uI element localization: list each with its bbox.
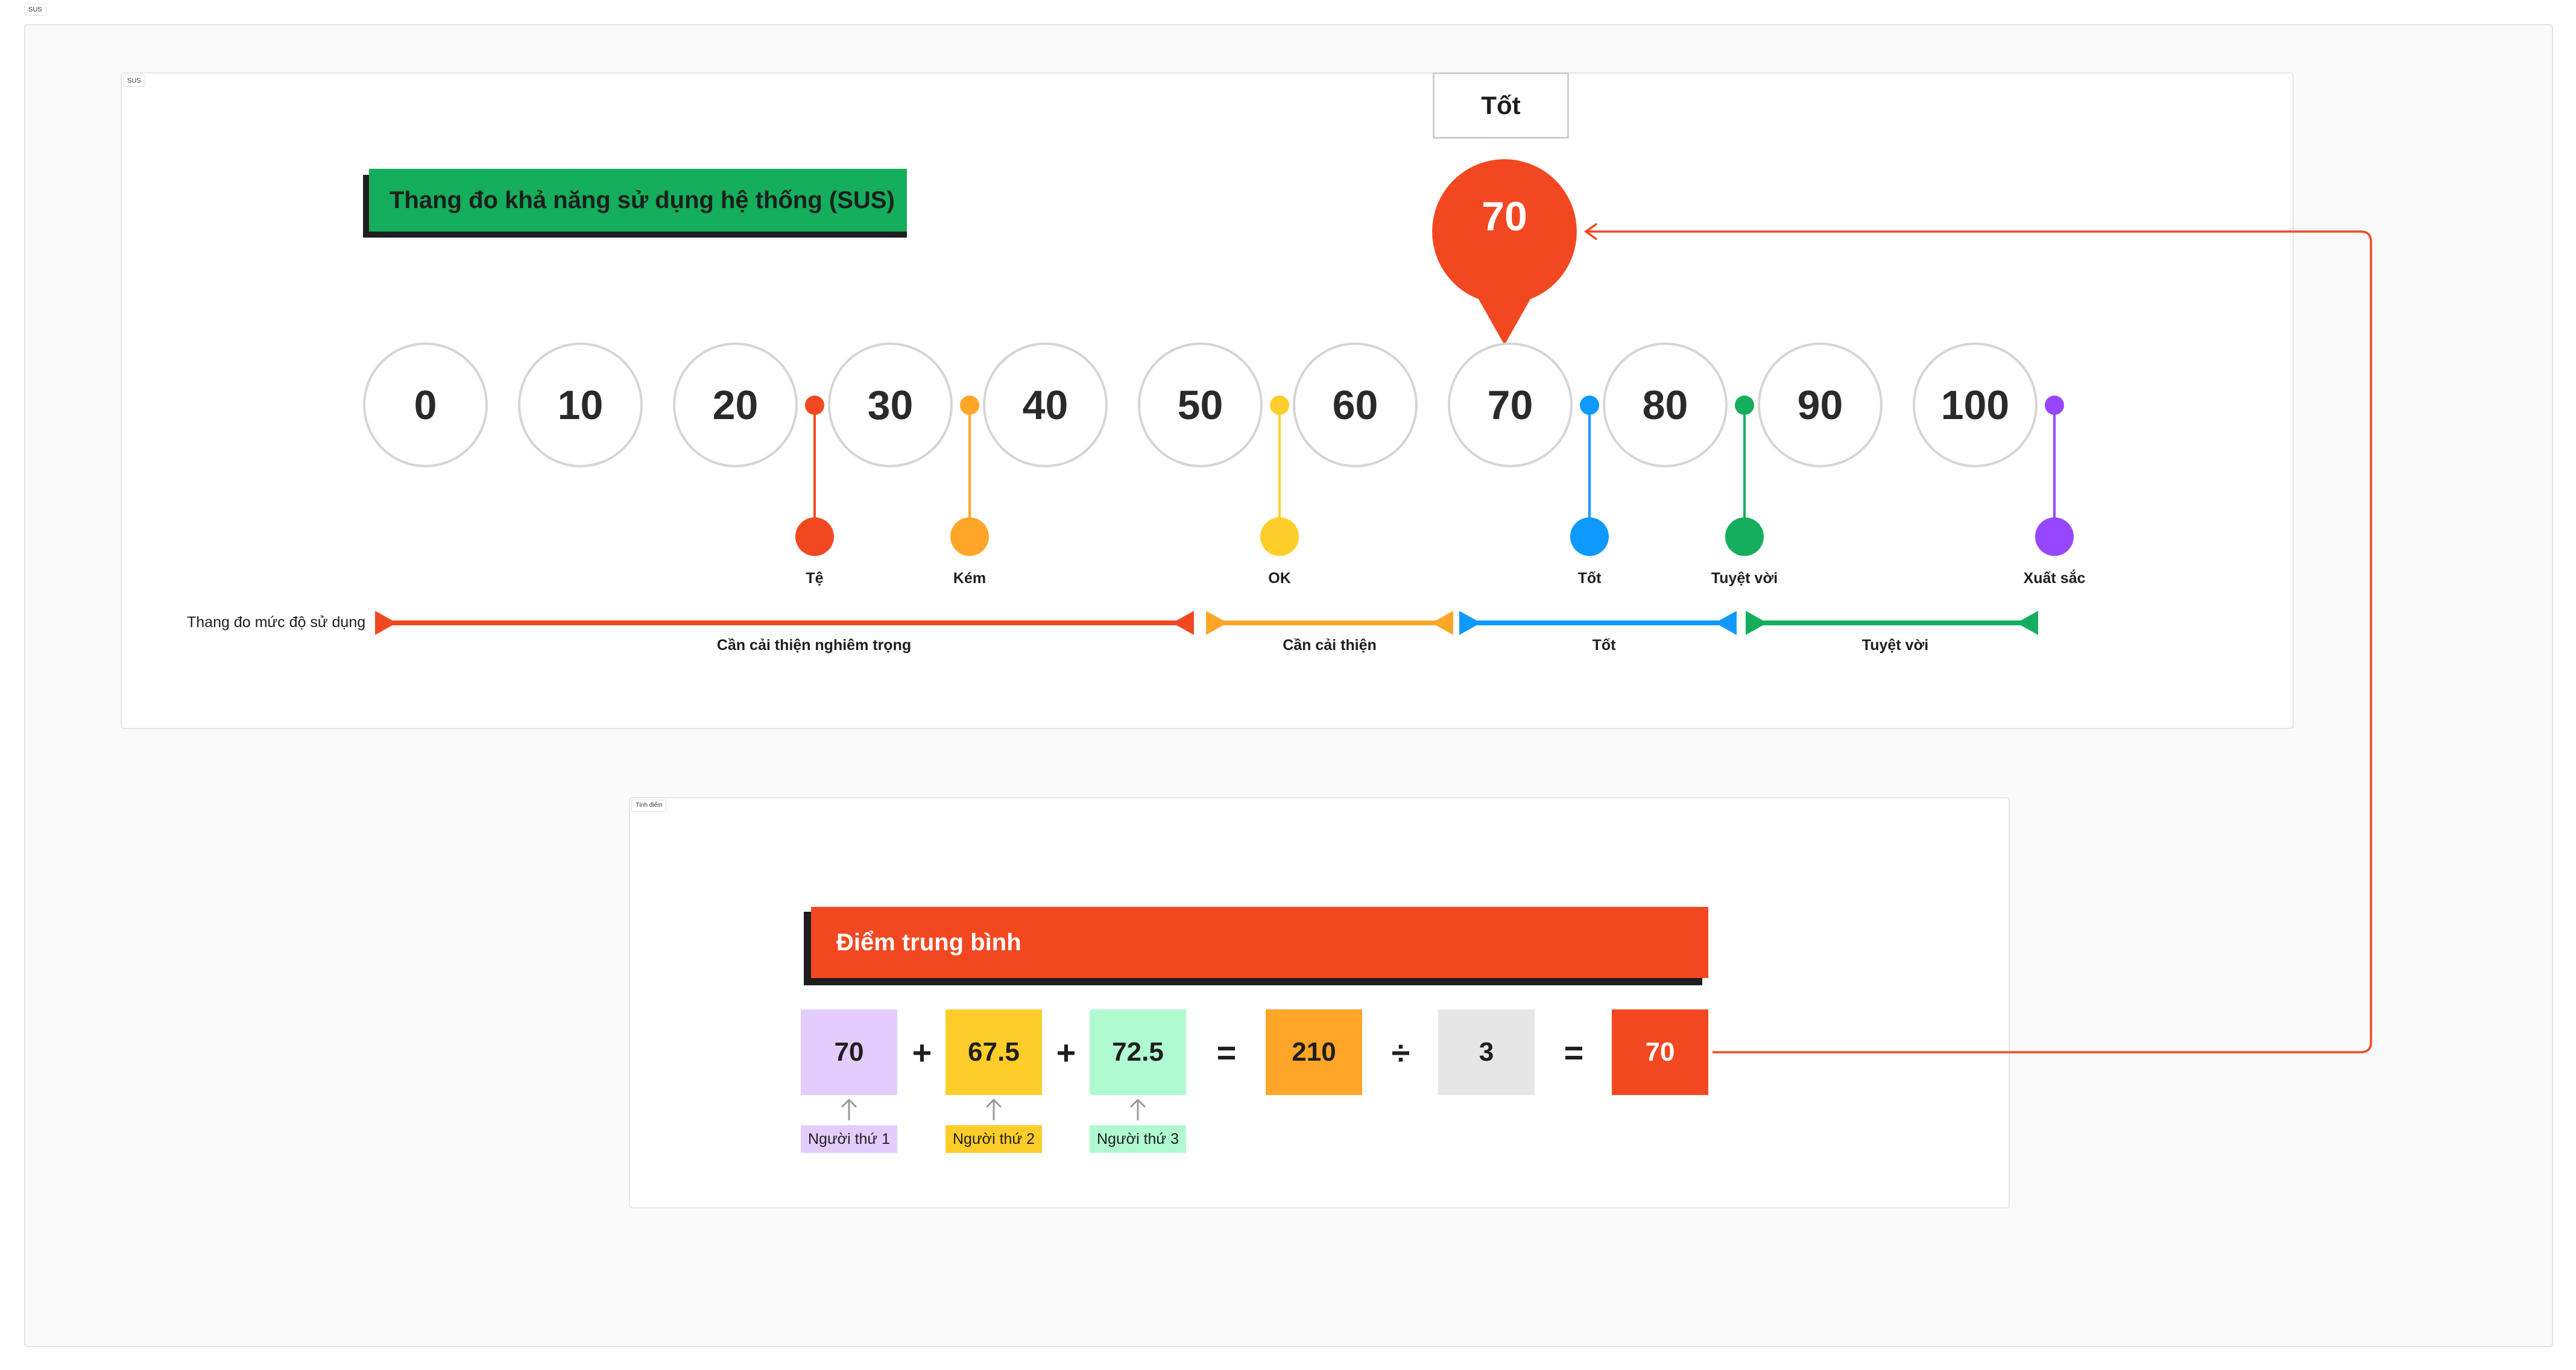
divide-sign: ÷ bbox=[1391, 1033, 1410, 1072]
range-label-excellent: Tuyệt vời bbox=[1861, 637, 1929, 654]
marker-kem-dot bbox=[950, 517, 989, 556]
result-box-70: 70 bbox=[1612, 1009, 1708, 1095]
marker-tuyet-voi-dot bbox=[1725, 517, 1764, 556]
range-label-severe: Cần cải thiện nghiêm trọng bbox=[716, 637, 912, 654]
range-label-improve: Cần cải thiện bbox=[1283, 637, 1377, 654]
equals-sign-1: = bbox=[1216, 1033, 1237, 1072]
sus-frame-tag: SUS bbox=[123, 75, 145, 87]
calc-title: Điểm trung bình bbox=[811, 907, 1708, 978]
plus-sign-2: + bbox=[1056, 1033, 1076, 1072]
score-person-2: 67.5 bbox=[945, 1009, 1042, 1095]
marker-tuyet-voi-stem bbox=[1743, 410, 1746, 519]
outer-frame-tag: SUS bbox=[24, 4, 46, 16]
arrow-up-icon bbox=[1129, 1098, 1146, 1120]
marker-tot-label: Tốt bbox=[1577, 570, 1602, 587]
marker-xuat-sac-stem bbox=[2053, 410, 2056, 519]
plus-sign-1: + bbox=[912, 1033, 932, 1072]
sum-box: 210 bbox=[1266, 1009, 1362, 1095]
range-bars bbox=[375, 611, 2038, 635]
arrow-up-icon bbox=[841, 1098, 857, 1120]
marker-ok-dot bbox=[1260, 517, 1299, 556]
arrow-up-icon bbox=[985, 1098, 1002, 1120]
range-label-good: Tốt bbox=[1592, 637, 1616, 654]
range-caption: Thang đo mức độ sử dụng bbox=[187, 614, 366, 631]
score-person-1: 70 bbox=[801, 1009, 897, 1095]
calc-frame-tag: Tính điểm bbox=[631, 800, 667, 812]
scale-circle-80: 80 bbox=[1603, 342, 1728, 467]
marker-te-dot bbox=[795, 517, 834, 556]
marker-xuat-sac-dot bbox=[2035, 517, 2074, 556]
scale-circle-40: 40 bbox=[983, 342, 1108, 467]
scale-circle-50: 50 bbox=[1138, 342, 1263, 467]
scale-circle-0: 0 bbox=[363, 342, 488, 467]
scale-circle-20: 20 bbox=[673, 342, 798, 467]
marker-te-stem bbox=[813, 410, 816, 519]
scale-circle-10: 10 bbox=[518, 342, 643, 467]
score-person-3: 72.5 bbox=[1090, 1009, 1186, 1095]
result-box: Tốt bbox=[1433, 72, 1569, 139]
sus-title: Thang đo khả năng sử dụng hệ thống (SUS) bbox=[369, 169, 907, 232]
person-label-3: Người thứ 3 bbox=[1090, 1125, 1186, 1153]
marker-te-label: Tệ bbox=[806, 570, 824, 587]
marker-kem-stem bbox=[968, 410, 971, 519]
marker-tuyet-voi-label: Tuyệt vời bbox=[1711, 570, 1778, 587]
marker-tot-dot bbox=[1570, 517, 1609, 556]
scale-circle-70: 70 bbox=[1448, 342, 1573, 467]
scale-circle-100: 100 bbox=[1913, 342, 2038, 467]
marker-xuat-sac-label: Xuất sắc bbox=[2023, 570, 2086, 587]
pin-shape bbox=[1432, 159, 1577, 345]
divisor-box: 3 bbox=[1438, 1009, 1535, 1095]
pin-value: 70 bbox=[1482, 194, 1527, 239]
marker-kem-label: Kém bbox=[953, 570, 987, 587]
marker-ok-label: OK bbox=[1268, 570, 1291, 587]
person-label-1: Người thứ 1 bbox=[801, 1125, 897, 1153]
scale-circle-30: 30 bbox=[828, 342, 953, 467]
scale-circle-90: 90 bbox=[1758, 342, 1883, 467]
marker-ok-stem bbox=[1278, 410, 1281, 519]
equals-sign-2: = bbox=[1564, 1033, 1584, 1072]
marker-tot-stem bbox=[1588, 410, 1591, 519]
person-label-2: Người thứ 2 bbox=[945, 1125, 1042, 1153]
scale-circle-60: 60 bbox=[1293, 342, 1418, 467]
